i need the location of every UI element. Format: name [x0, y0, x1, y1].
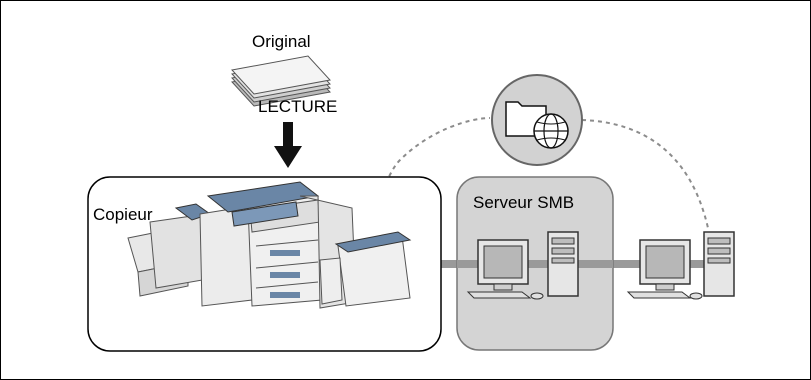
- copier-icon: [127, 181, 412, 309]
- network-line-in-panel: [457, 260, 613, 268]
- arrow-down-icon: [274, 122, 302, 168]
- dashed-link-globe-to-pc: [581, 119, 709, 229]
- scan-label: LECTURE: [258, 97, 338, 116]
- client-pc-icon: [626, 231, 735, 300]
- copier-label: Copieur: [93, 205, 153, 224]
- server-label: Serveur SMB: [473, 193, 575, 212]
- original-label: Original: [252, 32, 311, 51]
- server-pc-icon: [466, 231, 579, 300]
- document-stack-icon: [231, 55, 331, 107]
- globe-folder-icon: [491, 74, 583, 166]
